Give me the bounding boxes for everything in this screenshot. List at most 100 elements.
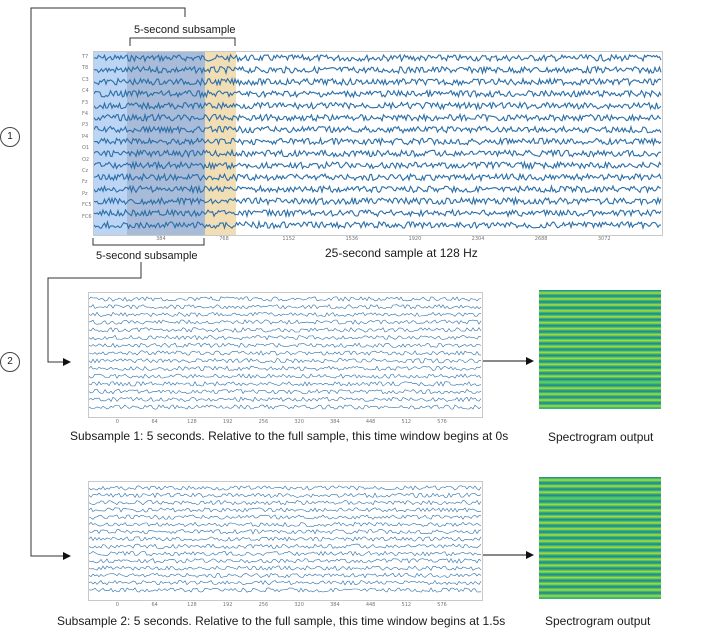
- signal-trace: [89, 558, 482, 564]
- x-tick-label: 320: [294, 419, 304, 425]
- connector-to-subsample-1: [47, 262, 142, 366]
- signal-trace: [89, 550, 481, 557]
- signal-trace: [89, 579, 482, 586]
- signal-trace: [94, 208, 662, 219]
- signal-trace: [89, 311, 482, 318]
- x-tick-label: 192: [222, 602, 233, 608]
- channel-label: C3: [82, 76, 89, 83]
- signal-trace: [89, 521, 482, 527]
- signal-trace: [89, 304, 482, 310]
- signal-trace: [94, 100, 662, 111]
- bottom-bracket-label: 5-second subsample: [96, 250, 198, 262]
- x-tick-label: 576: [437, 602, 447, 608]
- x-tick-label: 256: [258, 419, 269, 425]
- signal-trace: [94, 160, 662, 171]
- subsample-1-signals: [89, 296, 482, 410]
- subsample-2-plot: [88, 481, 483, 601]
- spectrogram-2: [539, 477, 661, 599]
- x-tick-label: 384: [330, 602, 340, 608]
- x-tick-label: 1152: [282, 236, 296, 242]
- channel-label: P3: [82, 122, 89, 129]
- signal-trace: [94, 195, 662, 207]
- spectrogram-2-label: Spectrogram output: [545, 614, 651, 628]
- channel-label: T7: [82, 54, 89, 60]
- x-tick-label: 64: [151, 419, 158, 425]
- top-bracket: [129, 37, 236, 46]
- signal-trace: [89, 357, 482, 364]
- signal-trace: [89, 319, 482, 325]
- signal-trace: [89, 514, 482, 520]
- x-tick-label: 768: [219, 236, 229, 242]
- x-tick-label: 2688: [534, 236, 548, 242]
- signal-trace: [89, 507, 482, 513]
- signal-trace: [89, 485, 482, 491]
- signal-trace: [89, 587, 482, 593]
- full-sample-signals: [94, 53, 662, 230]
- x-tick-label: 448: [365, 602, 376, 608]
- signal-trace: [89, 572, 482, 579]
- x-tick-label: 0: [115, 419, 119, 425]
- bottom-bracket: [92, 238, 205, 246]
- signal-trace: [89, 296, 482, 302]
- x-tick-label: 64: [151, 602, 158, 608]
- channel-label: F4: [82, 111, 89, 117]
- channel-label: Cz: [82, 168, 89, 174]
- step-1-marker: 1: [0, 127, 20, 147]
- x-tick-label: 256: [258, 602, 269, 608]
- signal-trace: [89, 396, 482, 403]
- signal-trace: [94, 64, 662, 76]
- x-tick-label: 2304: [471, 236, 485, 242]
- x-tick-label: 512: [401, 602, 412, 608]
- signal-trace: [89, 381, 482, 387]
- x-tick-label: 1920: [408, 236, 422, 242]
- signal-trace: [89, 388, 482, 395]
- x-tick-label: 3072: [597, 236, 611, 242]
- x-tick-label: 384: [330, 419, 340, 425]
- channel-label: Fz: [82, 179, 88, 186]
- full-sample-caption: 25-second sample at 128 Hz: [325, 246, 478, 260]
- signal-trace: [94, 184, 662, 195]
- window-overlap-highlight: [127, 52, 205, 235]
- signal-trace: [94, 88, 662, 99]
- signal-trace: [89, 342, 482, 348]
- signal-trace: [89, 543, 482, 549]
- signal-trace: [89, 529, 482, 535]
- top-bracket-label: 5-second subsample: [134, 24, 236, 36]
- channel-label: Pz: [82, 190, 88, 197]
- channel-label: FC5: [82, 202, 92, 209]
- x-tick-label: 448: [365, 419, 376, 425]
- signal-trace: [89, 499, 482, 506]
- signal-trace: [94, 124, 662, 135]
- full-sample-plot: [93, 51, 663, 236]
- signal-trace: [89, 536, 482, 542]
- x-tick-label: 1536: [345, 236, 359, 242]
- spectrogram-1-label: Spectrogram output: [548, 430, 654, 444]
- signal-trace: [89, 565, 482, 571]
- signal-trace: [89, 404, 482, 410]
- subsample-1-plot: [88, 292, 483, 418]
- channel-label: O1: [82, 145, 90, 152]
- signal-trace: [89, 373, 482, 379]
- channel-label: F3: [82, 99, 89, 106]
- subsample-2-caption: Subsample 2: 5 seconds. Relative to the …: [57, 614, 506, 628]
- x-tick-label: 0: [115, 602, 119, 608]
- x-tick-label: 128: [187, 602, 197, 608]
- x-tick-label: 512: [401, 419, 412, 425]
- x-tick-label: 576: [437, 419, 447, 425]
- signal-trace: [89, 492, 482, 499]
- signal-trace: [89, 327, 482, 333]
- connector-to-subsample-2: [30, 7, 186, 560]
- signal-trace: [94, 53, 662, 63]
- subsample-2-signals: [89, 485, 482, 593]
- signal-trace: [94, 136, 662, 147]
- signal-trace: [89, 350, 482, 356]
- signal-trace: [94, 76, 662, 87]
- signal-trace: [89, 334, 482, 341]
- subsample-1-caption: Subsample 1: 5 seconds. Relative to the …: [70, 429, 509, 443]
- channel-label: C4: [82, 88, 89, 95]
- x-tick-label: 384: [156, 236, 166, 242]
- x-tick-label: 320: [294, 602, 304, 608]
- signal-trace: [94, 148, 662, 159]
- signal-trace: [94, 172, 662, 183]
